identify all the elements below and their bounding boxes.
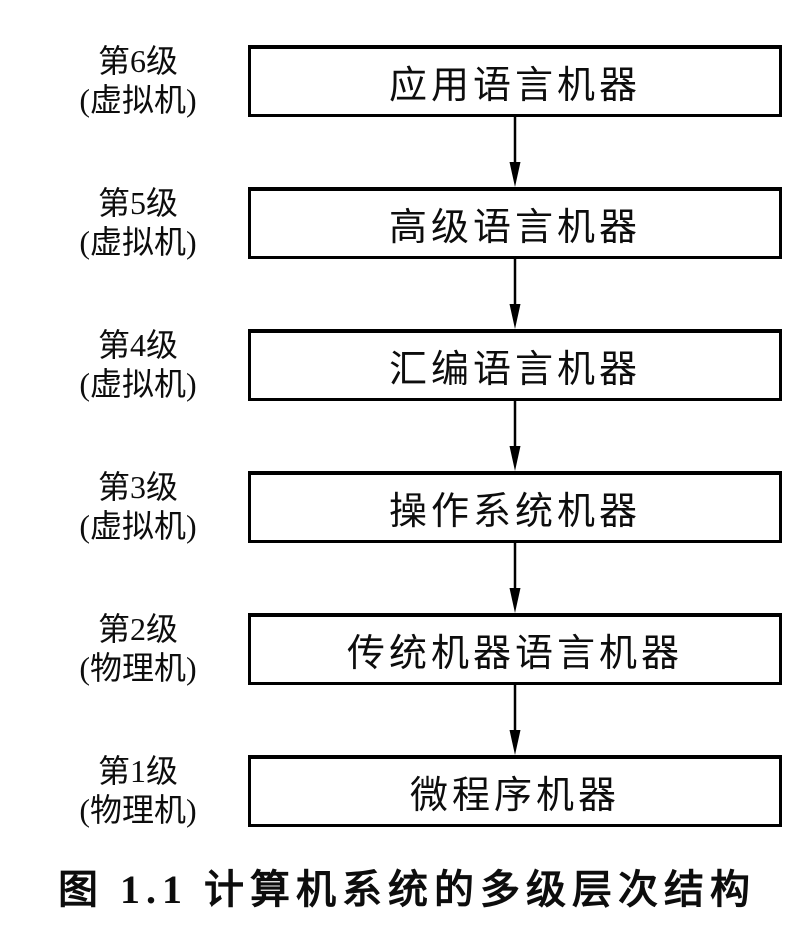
machine-box: 汇编语言机器	[248, 329, 782, 401]
machine-box: 传统机器语言机器	[248, 613, 782, 685]
down-arrow-icon	[509, 259, 521, 329]
arrow-row	[248, 117, 782, 187]
down-arrow-icon	[509, 401, 521, 471]
figure-caption: 图 1.1 计算机系统的多级层次结构	[58, 867, 756, 912]
level-type: (虚拟机)	[79, 366, 197, 402]
level-type: (虚拟机)	[79, 82, 197, 118]
level-row: 第3级 (虚拟机) 操作系统机器	[0, 468, 806, 546]
level-label: 第1级 (物理机)	[0, 752, 248, 830]
machine-box: 操作系统机器	[248, 471, 782, 543]
arrow-row	[248, 685, 782, 755]
level-label: 第4级 (虚拟机)	[0, 326, 248, 404]
down-arrow-icon	[509, 543, 521, 613]
arrow-row	[248, 259, 782, 329]
level-type: (虚拟机)	[79, 508, 197, 544]
machine-box: 应用语言机器	[248, 45, 782, 117]
arrow-row	[248, 401, 782, 471]
level-row: 第2级 (物理机) 传统机器语言机器	[0, 610, 806, 688]
level-label: 第6级 (虚拟机)	[0, 42, 248, 120]
level-number: 第2级	[97, 611, 178, 647]
machine-box: 高级语言机器	[248, 187, 782, 259]
level-row: 第5级 (虚拟机) 高级语言机器	[0, 184, 806, 262]
level-type: (虚拟机)	[79, 224, 197, 260]
arrow-row	[248, 543, 782, 613]
level-number: 第5级	[97, 185, 178, 221]
level-row: 第1级 (物理机) 微程序机器	[0, 752, 806, 830]
machine-box: 微程序机器	[248, 755, 782, 827]
level-label: 第3级 (虚拟机)	[0, 468, 248, 546]
hierarchy-diagram: 第6级 (虚拟机) 应用语言机器 第5级 (虚拟机) 高级语言机器	[0, 42, 806, 830]
level-number: 第3级	[97, 469, 178, 505]
level-label: 第5级 (虚拟机)	[0, 184, 248, 262]
down-arrow-icon	[509, 685, 521, 755]
level-row: 第4级 (虚拟机) 汇编语言机器	[0, 326, 806, 404]
level-type: (物理机)	[79, 792, 197, 828]
level-type: (物理机)	[79, 650, 197, 686]
level-row: 第6级 (虚拟机) 应用语言机器	[0, 42, 806, 120]
level-number: 第4级	[97, 327, 178, 363]
down-arrow-icon	[509, 117, 521, 187]
level-number: 第6级	[97, 43, 178, 79]
level-label: 第2级 (物理机)	[0, 610, 248, 688]
level-number: 第1级	[97, 753, 178, 789]
